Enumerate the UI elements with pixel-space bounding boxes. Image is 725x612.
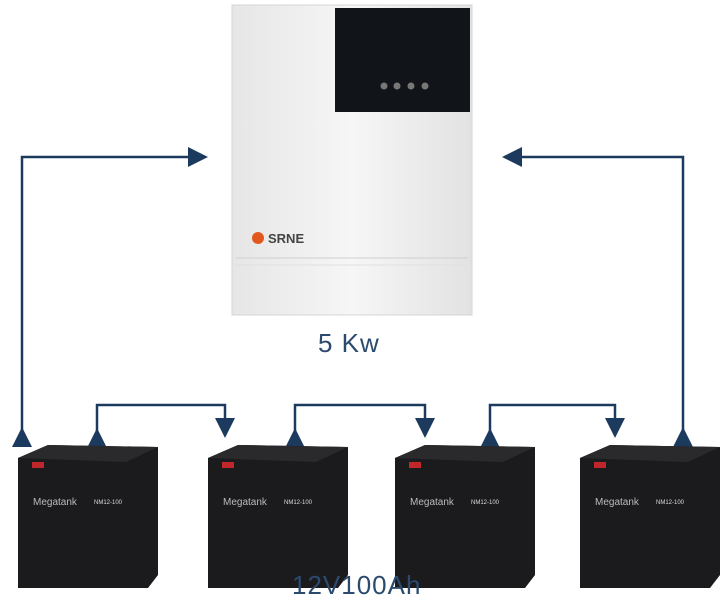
inverter-buttons [380, 82, 429, 90]
battery-4: Megatank NM12-100 [580, 445, 720, 588]
connection-arrows [11, 147, 693, 448]
battery-3: Megatank NM12-100 [395, 445, 535, 588]
svg-text:NM12-100: NM12-100 [284, 500, 313, 506]
srne-logo-icon [252, 232, 264, 244]
series-link-2 [285, 403, 435, 448]
battery-spec-label: 12V100Ah [292, 570, 422, 600]
series-link-3 [480, 403, 625, 448]
battery-1: Megatank NM12-100 [18, 445, 158, 588]
inverter-power-label: 5 Kw [318, 328, 380, 358]
svg-text:SRNE: SRNE [268, 231, 304, 246]
series-link-1 [87, 403, 235, 448]
right-main-cable [502, 147, 693, 447]
svg-text:NM12-100: NM12-100 [471, 500, 500, 506]
svg-text:Megatank: Megatank [410, 497, 455, 508]
inverter-display [335, 8, 470, 112]
left-main-cable [11, 147, 208, 447]
inverter: SRNE [231, 4, 473, 316]
svg-text:Megatank: Megatank [33, 497, 78, 508]
battery-2: Megatank NM12-100 [208, 445, 348, 588]
svg-text:NM12-100: NM12-100 [656, 500, 685, 506]
svg-text:NM12-100: NM12-100 [94, 500, 123, 506]
svg-text:Megatank: Megatank [595, 497, 640, 508]
svg-text:Megatank: Megatank [223, 497, 268, 508]
